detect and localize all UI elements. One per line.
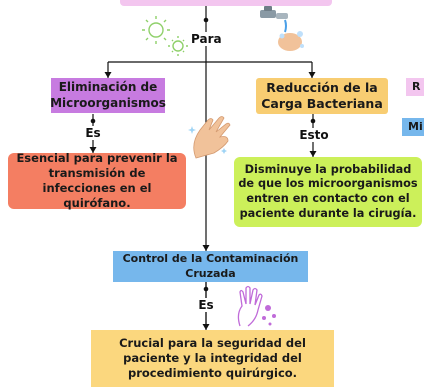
disminuye-box: Disminuye la probabilidad de que los mic… — [234, 157, 422, 227]
reduccion-box: Reducción de la Carga Bacteriana — [256, 78, 388, 114]
partial-right-mid-box: Mi — [402, 118, 424, 136]
partial-right-top-text: R — [412, 79, 421, 93]
germs-icon — [142, 16, 188, 56]
es-left-label: Es — [82, 126, 104, 141]
para-label: Para — [191, 32, 222, 47]
reduccion-text: Reducción de la Carga Bacteriana — [261, 79, 383, 111]
es-bottom-label: Es — [195, 298, 217, 313]
disminuye-text: Disminuye la probabilidad de que los mic… — [238, 162, 418, 220]
top-box — [120, 0, 332, 6]
control-box: Control de la Contaminación Cruzada — [113, 251, 308, 282]
crucial-box: Crucial para la seguridad del paciente y… — [91, 330, 334, 387]
eliminacion-box: Eliminación de Microorganismos — [50, 78, 166, 113]
partial-right-top-box: R — [406, 78, 424, 96]
handwashing-icon — [260, 6, 304, 51]
control-text: Control de la Contaminación Cruzada — [122, 252, 299, 280]
clean-hands-icon — [188, 116, 231, 159]
esencial-box: Esencial para prevenir la transmisión de… — [8, 151, 186, 210]
germ-hand-icon — [237, 285, 276, 327]
esencial-text: Esencial para prevenir la transmisión de… — [16, 151, 178, 210]
esto-label: Esto — [298, 128, 330, 143]
crucial-text: Crucial para la seguridad del paciente y… — [119, 336, 306, 380]
eliminacion-text: Eliminación de Microorganismos — [50, 79, 166, 110]
partial-right-mid-text: Mi — [408, 119, 423, 133]
